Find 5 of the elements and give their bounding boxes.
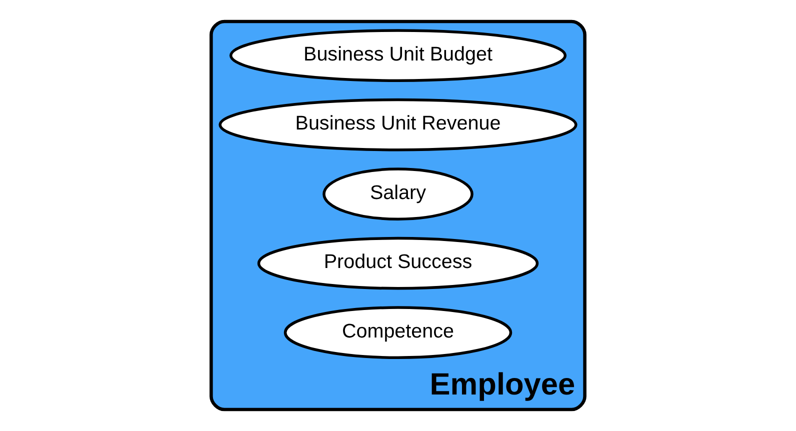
node-ellipse: Product Success (257, 236, 539, 290)
node-ellipse: Salary (322, 168, 474, 220)
node-ellipse: Business Unit Budget (229, 29, 567, 82)
node-ellipse: Competence (284, 306, 512, 359)
node-ellipse: Business Unit Revenue (218, 98, 578, 152)
